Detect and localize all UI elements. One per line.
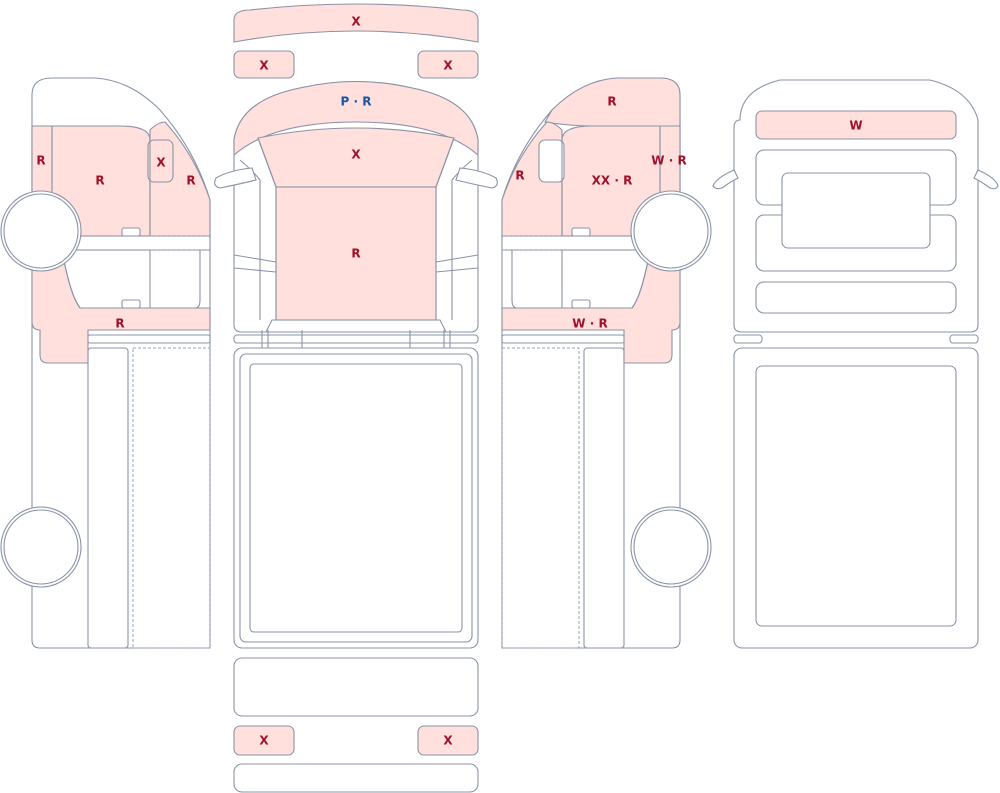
front-cowl (265, 319, 447, 333)
left-door-handle-front (121, 227, 141, 237)
front-left-belt (233, 254, 277, 263)
right-door-lower-line (511, 249, 651, 309)
cargo-roof-inner (249, 363, 463, 633)
front-right-belt-lower (435, 267, 479, 273)
front-light-right-label: X (443, 59, 453, 73)
hood-label: P · R (341, 95, 372, 109)
front-bumper-top-label: X (351, 15, 361, 29)
rear-divider-right (949, 334, 979, 344)
front-light-right-panel (417, 50, 479, 79)
hood-panel (233, 81, 479, 157)
left-rocker-label: R (115, 317, 124, 331)
right-front-fender-label: W · R (651, 154, 686, 168)
left-front-wheel (3, 193, 79, 269)
rear-left-mirror (712, 169, 739, 190)
right-front-door-label: XX · R (592, 174, 633, 188)
right-rear-wheel (633, 509, 709, 585)
front-divider-bar (233, 334, 479, 344)
right-rear-top-panel (544, 77, 681, 127)
right-sliding-door (583, 347, 625, 649)
right-door-handle-lower (571, 299, 591, 309)
right-mirror (538, 139, 565, 183)
left-rear-wheel (3, 509, 79, 585)
left-side-view: R R X R R (0, 77, 211, 649)
rear-window-label: W (849, 119, 862, 133)
rear-window-panel (755, 110, 957, 140)
front-top-view: X X X P · R X R X X (214, 3, 498, 793)
left-step (87, 334, 211, 344)
left-mirror-panel (147, 139, 174, 183)
left-sliding-door (87, 347, 129, 649)
front-right-mirror (455, 167, 498, 189)
right-sliding-door-track (501, 347, 580, 649)
front-right-pillar (435, 137, 455, 320)
rear-light-right-panel (417, 725, 479, 756)
front-left-mirror (214, 167, 257, 189)
left-front-door-label: R (95, 174, 104, 188)
left-sliding-door-track (132, 347, 211, 649)
front-bumper-top-panel (233, 3, 479, 43)
rear-right-mirror (973, 169, 999, 190)
windshield-label: X (351, 148, 361, 162)
right-rear-top-label: R (607, 95, 616, 109)
left-a-pillar-label: R (186, 174, 195, 188)
left-door-lower-line (61, 249, 201, 309)
right-door-handle-front (571, 227, 591, 237)
right-step (501, 334, 625, 344)
rear-light-left-label: X (259, 734, 269, 748)
left-mirror-label: X (156, 156, 166, 170)
rear-door-top-panel (233, 657, 479, 717)
rear-cargo-inner (755, 365, 957, 627)
front-left-belt-lower (233, 267, 277, 273)
front-left-pillar (257, 137, 277, 320)
rear-view: W (712, 79, 999, 649)
left-door-handle-lower (121, 299, 141, 309)
rear-bumper-panel (233, 763, 479, 793)
front-right-belt (435, 254, 479, 263)
left-front-fender-label: R (36, 154, 45, 168)
roof-label: R (351, 247, 360, 261)
roof-panel (275, 186, 437, 321)
rear-light-right-label: X (443, 734, 453, 748)
right-a-pillar-label: R (515, 169, 524, 183)
rear-light-left-panel (233, 725, 295, 756)
right-rocker-label: W · R (572, 317, 607, 331)
front-light-left-label: X (259, 59, 269, 73)
rear-panel-lower (755, 281, 957, 314)
front-light-left-panel (233, 50, 295, 79)
right-front-wheel (633, 193, 709, 269)
rear-divider-left (733, 334, 763, 344)
right-side-view: R R XX · R W · R W · R (501, 77, 712, 649)
rear-plate-area (781, 172, 931, 249)
